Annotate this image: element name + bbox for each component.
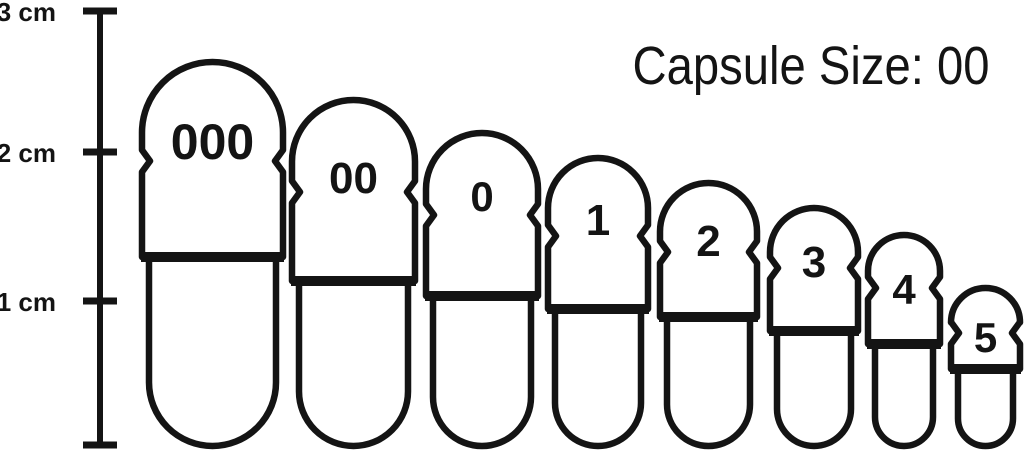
- capsule-4: 4: [864, 231, 944, 450]
- ruler-tick-label: 1 cm: [0, 287, 56, 317]
- capsule-1: 1: [544, 154, 652, 450]
- capsule-0: 0: [422, 129, 542, 450]
- ruler-tick-label: 2 cm: [0, 138, 56, 168]
- capsule-size-label: 0: [470, 173, 493, 220]
- capsule-cap: [288, 96, 419, 285]
- capsule-body: [551, 309, 645, 450]
- capsule-size-label: 1: [586, 196, 610, 245]
- capsule-cap: [947, 284, 1024, 373]
- capsule-cap: [138, 58, 287, 261]
- capsule-cap: [656, 179, 761, 321]
- capsule-size-label: 4: [892, 266, 916, 313]
- capsule-body: [663, 317, 754, 450]
- capsule-size-label: 2: [696, 217, 720, 266]
- capsule-size-label: 000: [171, 114, 254, 170]
- capsule-size-label: 5: [974, 314, 997, 361]
- capsule-00: 00: [288, 96, 419, 450]
- capsule-size-label: 00: [329, 154, 378, 203]
- capsule-cap: [766, 204, 862, 335]
- capsule-body: [145, 257, 280, 450]
- capsule-2: 2: [656, 179, 761, 450]
- capsule-body: [954, 369, 1017, 450]
- capsule-cap: [422, 129, 542, 300]
- capsule-body: [871, 344, 937, 450]
- ruler-tick-label: 3 cm: [0, 0, 56, 27]
- capsule-000: 000: [138, 58, 287, 450]
- capsule-body: [773, 331, 855, 450]
- capsule-body: [295, 281, 412, 450]
- capsule-size-label: 3: [802, 238, 826, 287]
- capsule-5: 5: [947, 284, 1024, 450]
- capsule-3: 3: [766, 204, 862, 450]
- capsule-body: [429, 296, 535, 450]
- ruler: 3 cm 2 cm 1 cm: [0, 0, 117, 449]
- capsule-cap: [544, 154, 652, 313]
- diagram-title: Capsule Size: 00: [633, 36, 990, 96]
- capsule-cap: [864, 231, 944, 348]
